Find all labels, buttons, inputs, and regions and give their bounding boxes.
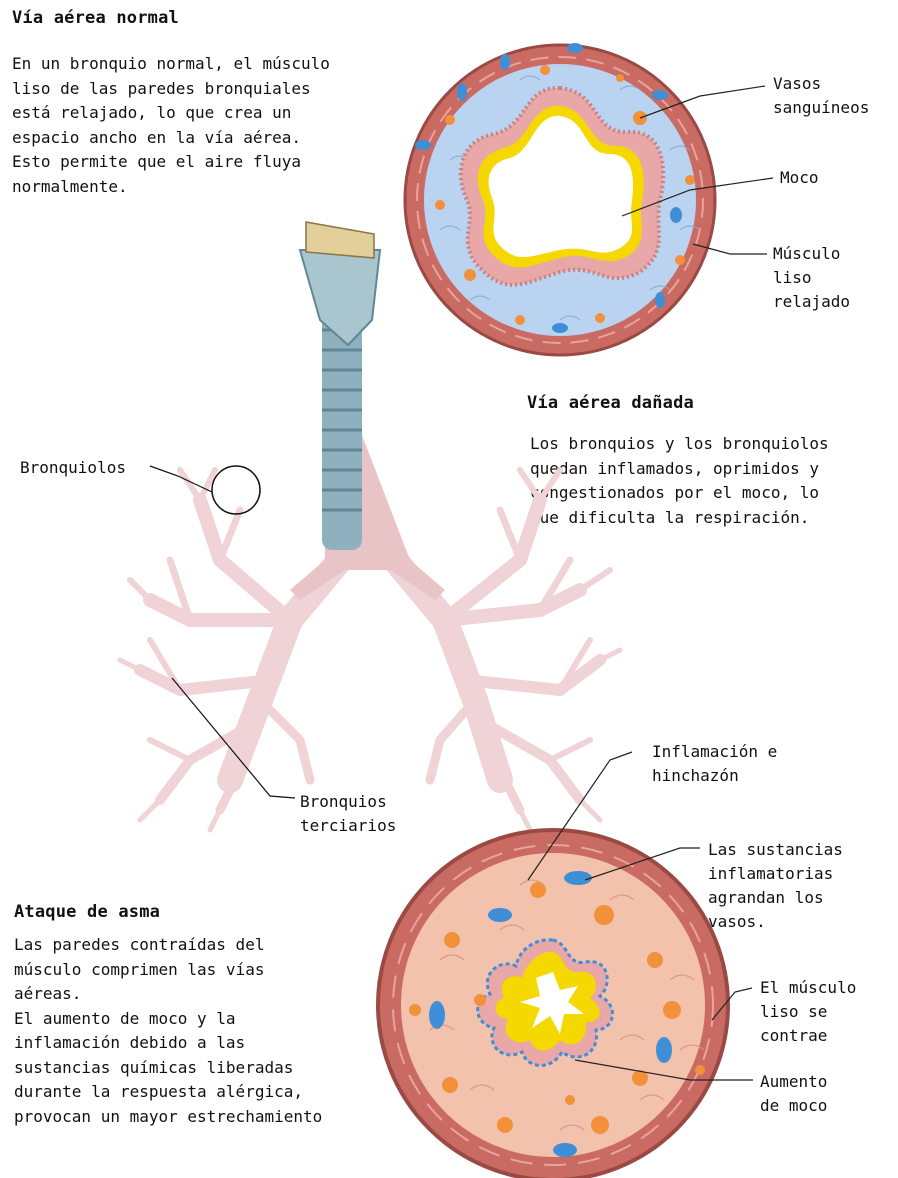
larynx (300, 250, 380, 345)
normal-airway-cross-section (405, 43, 773, 355)
bronchioles-callout-circle (212, 466, 260, 514)
asthma-airway-cross-section (378, 752, 753, 1178)
epiglottis (306, 222, 374, 258)
carina (290, 430, 445, 600)
